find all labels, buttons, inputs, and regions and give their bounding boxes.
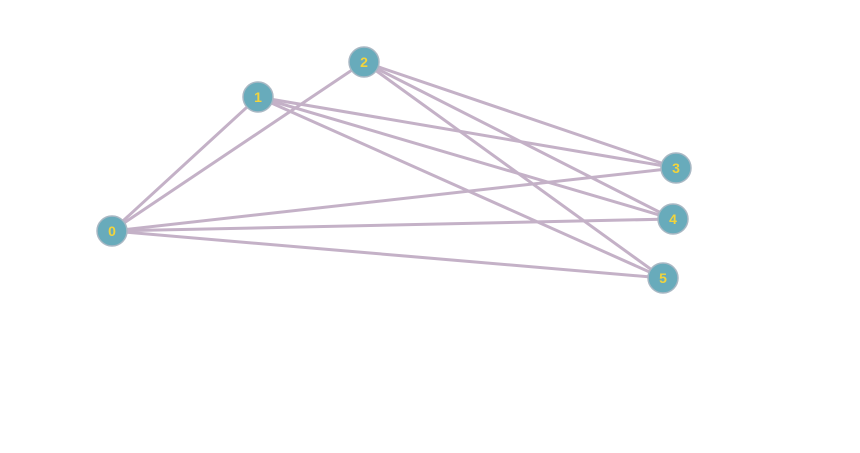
- node-circle[interactable]: [242, 81, 274, 113]
- node-5[interactable]: 5: [647, 262, 679, 294]
- edge-0-2: [111, 60, 365, 233]
- edge-1-3: [257, 95, 677, 170]
- node-0[interactable]: 0: [96, 215, 128, 247]
- edge-0-1: [110, 95, 260, 233]
- node-circle[interactable]: [660, 152, 692, 184]
- nodes-layer: 0 1 2 3 4 5: [96, 46, 692, 294]
- node-circle[interactable]: [657, 203, 689, 235]
- edge-1-5: [257, 95, 664, 280]
- node-label: 5: [659, 270, 667, 286]
- edge-2-4: [363, 60, 674, 221]
- edge-2-5: [363, 60, 664, 280]
- node-label: 0: [108, 223, 116, 239]
- edge-1-4: [257, 95, 674, 221]
- node-4[interactable]: 4: [657, 203, 689, 235]
- node-label: 3: [672, 160, 680, 176]
- node-circle[interactable]: [348, 46, 380, 78]
- node-circle[interactable]: [96, 215, 128, 247]
- node-label: 1: [254, 89, 262, 105]
- node-label: 2: [360, 54, 368, 70]
- edge-0-5: [111, 229, 664, 280]
- edge-0-3: [111, 166, 677, 233]
- node-1[interactable]: 1: [242, 81, 274, 113]
- edges-layer: [110, 60, 677, 280]
- node-circle[interactable]: [647, 262, 679, 294]
- node-3[interactable]: 3: [660, 152, 692, 184]
- node-label: 4: [669, 211, 677, 227]
- node-2[interactable]: 2: [348, 46, 380, 78]
- edge-0-4: [111, 217, 674, 233]
- edge-2-3: [363, 60, 677, 170]
